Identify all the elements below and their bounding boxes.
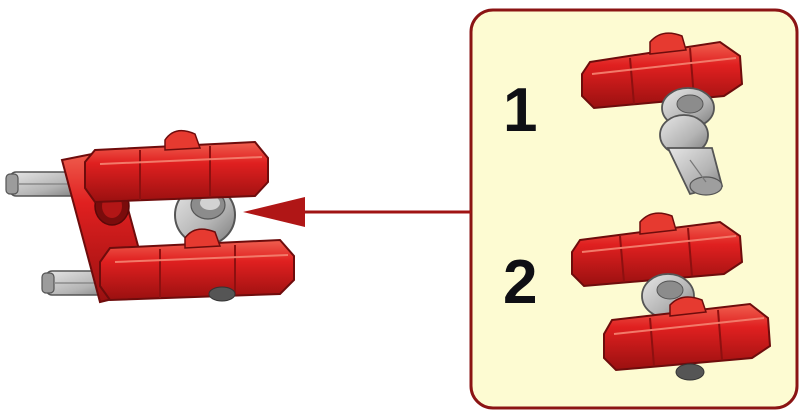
step-number-1: 1: [503, 76, 538, 145]
red-axle-connector-assembly-icon: [5, 129, 295, 304]
arrow-left-icon: [243, 197, 471, 227]
axle-connector-sub-assembly-icon: [581, 32, 744, 196]
double-axle-connector-sub-assembly-icon: [571, 212, 772, 381]
step-number-2: 2: [503, 248, 538, 317]
